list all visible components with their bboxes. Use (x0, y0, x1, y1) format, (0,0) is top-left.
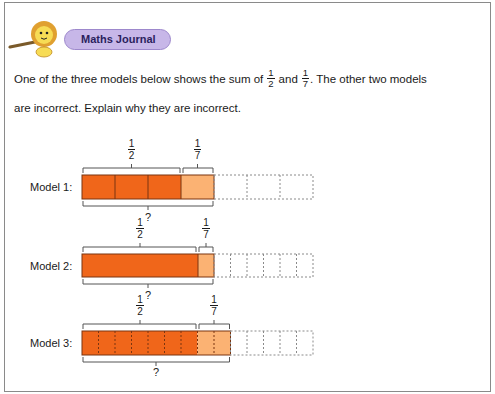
journal-banner: Maths Journal (64, 29, 171, 50)
numerator: 1 (202, 217, 210, 229)
numerator: 1 (128, 138, 136, 150)
numerator: 1 (302, 68, 309, 79)
fraction-label: 12 (136, 294, 144, 317)
numerator: 1 (136, 294, 144, 306)
fraction: 17 (302, 68, 309, 89)
instruction-text: One of the three models below shows the … (14, 72, 263, 86)
bar-model-2 (82, 254, 313, 277)
unknown-total: ? (145, 211, 151, 224)
fraction-label: 17 (194, 138, 202, 161)
model-label: Model 1: (30, 180, 72, 194)
instruction-text: and (279, 72, 298, 86)
numerator: 1 (194, 138, 202, 150)
mascot-icon (10, 21, 57, 57)
unknown-total: ? (145, 289, 151, 302)
denominator: 2 (268, 79, 273, 89)
denominator: 2 (137, 306, 143, 317)
denominator: 7 (211, 306, 217, 317)
denominator: 2 (129, 150, 135, 161)
instruction-text: . The other two models (310, 72, 427, 86)
numerator: 1 (210, 294, 218, 306)
bracket (83, 164, 213, 210)
instruction-line: are incorrect. Explain why they are inco… (14, 101, 241, 115)
model-label: Model 3: (30, 336, 72, 350)
fraction: 12 (267, 68, 274, 89)
page-frame (5, 3, 491, 392)
bracket (83, 320, 230, 366)
bar-model-3 (82, 331, 313, 355)
denominator: 7 (203, 229, 209, 240)
bar-model-1 (82, 175, 313, 199)
denominator: 7 (195, 150, 201, 161)
banner-title: Maths Journal (81, 33, 156, 45)
denominator: 7 (303, 79, 308, 89)
fraction-label: 12 (136, 217, 144, 240)
bracket (83, 243, 213, 288)
fraction-label: 17 (202, 217, 210, 240)
instruction-text: are incorrect. Explain why they are inco… (14, 101, 241, 115)
instruction-line: One of the three models below shows the … (14, 68, 427, 89)
model-label: Model 2: (30, 259, 72, 273)
denominator: 2 (137, 229, 143, 240)
fraction-label: 12 (128, 138, 136, 161)
numerator: 1 (136, 217, 144, 229)
unknown-total: ? (153, 366, 159, 379)
fraction-label: 17 (210, 294, 218, 317)
numerator: 1 (267, 68, 274, 79)
